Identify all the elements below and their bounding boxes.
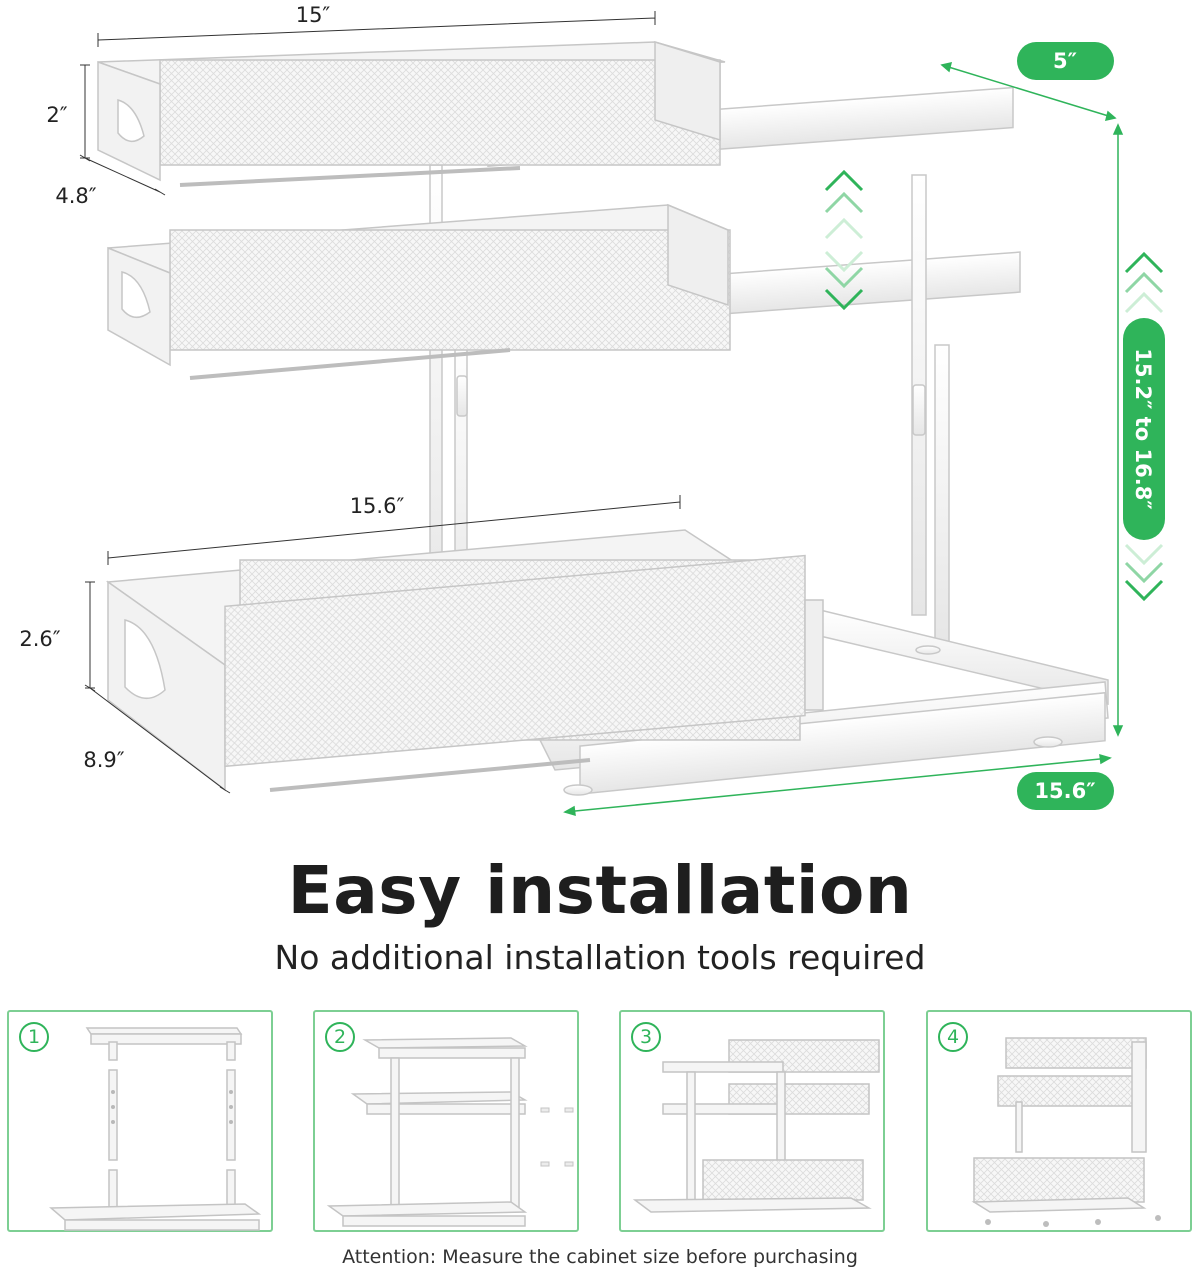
step-card-3: 3 bbox=[619, 1010, 885, 1232]
adjust-arrows-icon bbox=[824, 169, 864, 311]
step-card-2: 2 bbox=[313, 1010, 579, 1232]
bottom-height-label: 2.6″ bbox=[19, 627, 60, 651]
bottom-width-label: 15.6″ bbox=[350, 494, 405, 518]
side-depth-badge: 5″ bbox=[1017, 42, 1114, 80]
step-3-illustration bbox=[632, 1039, 880, 1213]
overall-width-label: 15.6″ bbox=[1034, 779, 1095, 803]
step-card-4: 4 bbox=[926, 1010, 1192, 1232]
top-depth-label: 4.8″ bbox=[55, 184, 96, 208]
top-basket bbox=[97, 40, 726, 187]
adjustable-height-label: 15.2″ to 16.8″ bbox=[1131, 348, 1155, 509]
side-depth-label: 5″ bbox=[1053, 49, 1077, 73]
step-1-illustration bbox=[49, 1027, 262, 1231]
top-height-label: 2″ bbox=[46, 103, 67, 127]
step-card-1: 1 bbox=[7, 1010, 273, 1232]
step-number-1: 1 bbox=[19, 1022, 49, 1052]
overall-width-badge: 15.6″ bbox=[1017, 772, 1114, 810]
green-dimension-lines bbox=[563, 62, 1124, 817]
installation-subtitle: No additional installation tools require… bbox=[274, 938, 926, 977]
step-number-3: 3 bbox=[631, 1022, 661, 1052]
middle-basket bbox=[107, 203, 731, 380]
adjustable-height-badge: 15.2″ to 16.8″ bbox=[1123, 318, 1165, 540]
step-2-illustration bbox=[326, 1037, 574, 1227]
step-4-illustration bbox=[971, 1037, 1161, 1227]
product-dimension-diagram: 15″ 2″ 4.8″ 15.6″ 2.6″ 8.9″ 5″ 15.2″ to … bbox=[19, 3, 1165, 817]
height-range-arrows-icon bbox=[1124, 251, 1164, 602]
step-number-2: 2 bbox=[325, 1022, 355, 1052]
bottom-depth-label: 8.9″ bbox=[83, 748, 124, 772]
bottom-drawer bbox=[105, 529, 824, 792]
attention-note: Attention: Measure the cabinet size befo… bbox=[342, 1246, 858, 1268]
step-number-4: 4 bbox=[938, 1022, 968, 1052]
installation-title: Easy installation bbox=[287, 852, 913, 929]
dimension-lines bbox=[79, 11, 681, 794]
top-width-label: 15″ bbox=[296, 3, 331, 27]
